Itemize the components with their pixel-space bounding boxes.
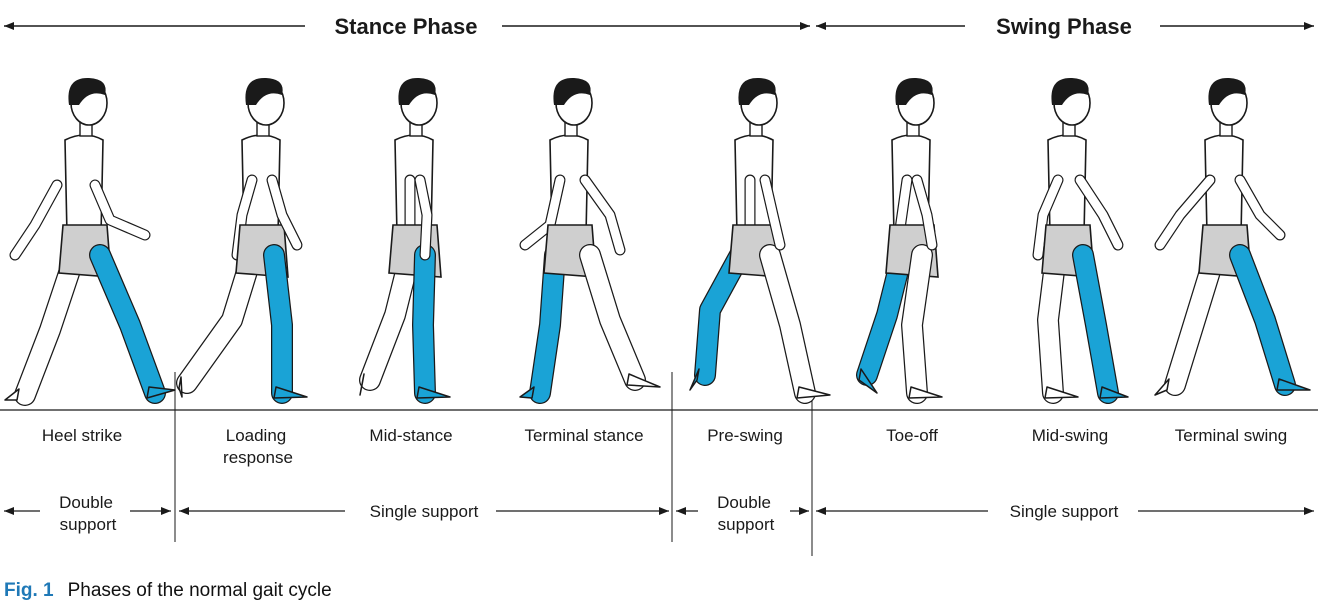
back-arm	[1032, 174, 1064, 261]
hair	[1051, 77, 1089, 105]
front-leg	[901, 244, 943, 404]
walking-figure-2	[176, 77, 308, 404]
phase-label-heel-strike: Heel strike	[42, 426, 122, 445]
swing-phase-title: Swing Phase	[996, 14, 1132, 39]
hair	[245, 77, 283, 105]
front-leg	[579, 244, 661, 391]
hair	[738, 77, 776, 105]
front-leg	[89, 244, 176, 404]
walking-figure-5	[689, 77, 831, 404]
walking-figure-1	[4, 77, 176, 406]
front-arm	[1234, 174, 1286, 241]
back-leg	[519, 244, 566, 404]
back-leg	[1154, 244, 1226, 396]
walking-figure-7	[1032, 77, 1129, 404]
walking-figure-8	[1154, 77, 1311, 396]
walking-figures	[4, 77, 1311, 406]
front-arm	[911, 174, 938, 251]
back-arm	[9, 179, 63, 261]
front-leg	[263, 244, 308, 404]
figure-caption-text: Phases of the normal gait cycle	[67, 580, 332, 601]
front-leg	[1229, 244, 1311, 396]
swing-phase-arrow: Swing Phase	[816, 14, 1314, 39]
phase-label-mid-stance: Mid-stance	[369, 426, 452, 445]
back-leg	[359, 244, 421, 396]
phase-label-pre-swing: Pre-swing	[707, 426, 783, 445]
figure-number: Fig. 1	[4, 580, 54, 601]
front-arm	[759, 174, 786, 251]
support-label-single-1: Single support	[370, 502, 479, 521]
phase-label-terminal-stance: Terminal stance	[524, 426, 643, 445]
walking-figure-4	[519, 77, 661, 404]
front-arm	[89, 179, 151, 241]
phase-label-toe-off: Toe-off	[886, 426, 938, 445]
stance-phase-title: Stance Phase	[334, 14, 477, 39]
figure-caption: Fig. 1 Phases of the normal gait cycle	[4, 580, 332, 602]
hair	[1208, 77, 1246, 105]
back-leg	[689, 244, 751, 391]
back-leg	[1037, 244, 1079, 404]
back-arm	[1154, 174, 1216, 251]
front-arm	[414, 174, 433, 261]
front-leg	[1072, 244, 1129, 404]
phase-label-terminal-swing: Terminal swing	[1175, 426, 1287, 445]
hair	[895, 77, 933, 105]
hair	[68, 77, 106, 105]
walking-figure-3	[359, 77, 451, 404]
gait-cycle-diagram: Stance Phase Swing Phase Heel strike Loa…	[0, 14, 1318, 556]
stance-phase-arrow: Stance Phase	[4, 14, 810, 39]
support-label-single-2: Single support	[1010, 502, 1119, 521]
back-leg	[176, 244, 263, 398]
front-arm	[579, 174, 626, 256]
hair	[553, 77, 591, 105]
hair	[398, 77, 436, 105]
front-leg	[412, 244, 451, 404]
front-arm	[1074, 174, 1124, 251]
front-leg	[759, 244, 831, 404]
walking-figure-6	[856, 77, 943, 404]
front-arm	[266, 174, 303, 251]
phase-label-mid-swing: Mid-swing	[1032, 426, 1109, 445]
back-leg	[856, 244, 913, 394]
back-leg	[4, 244, 86, 406]
